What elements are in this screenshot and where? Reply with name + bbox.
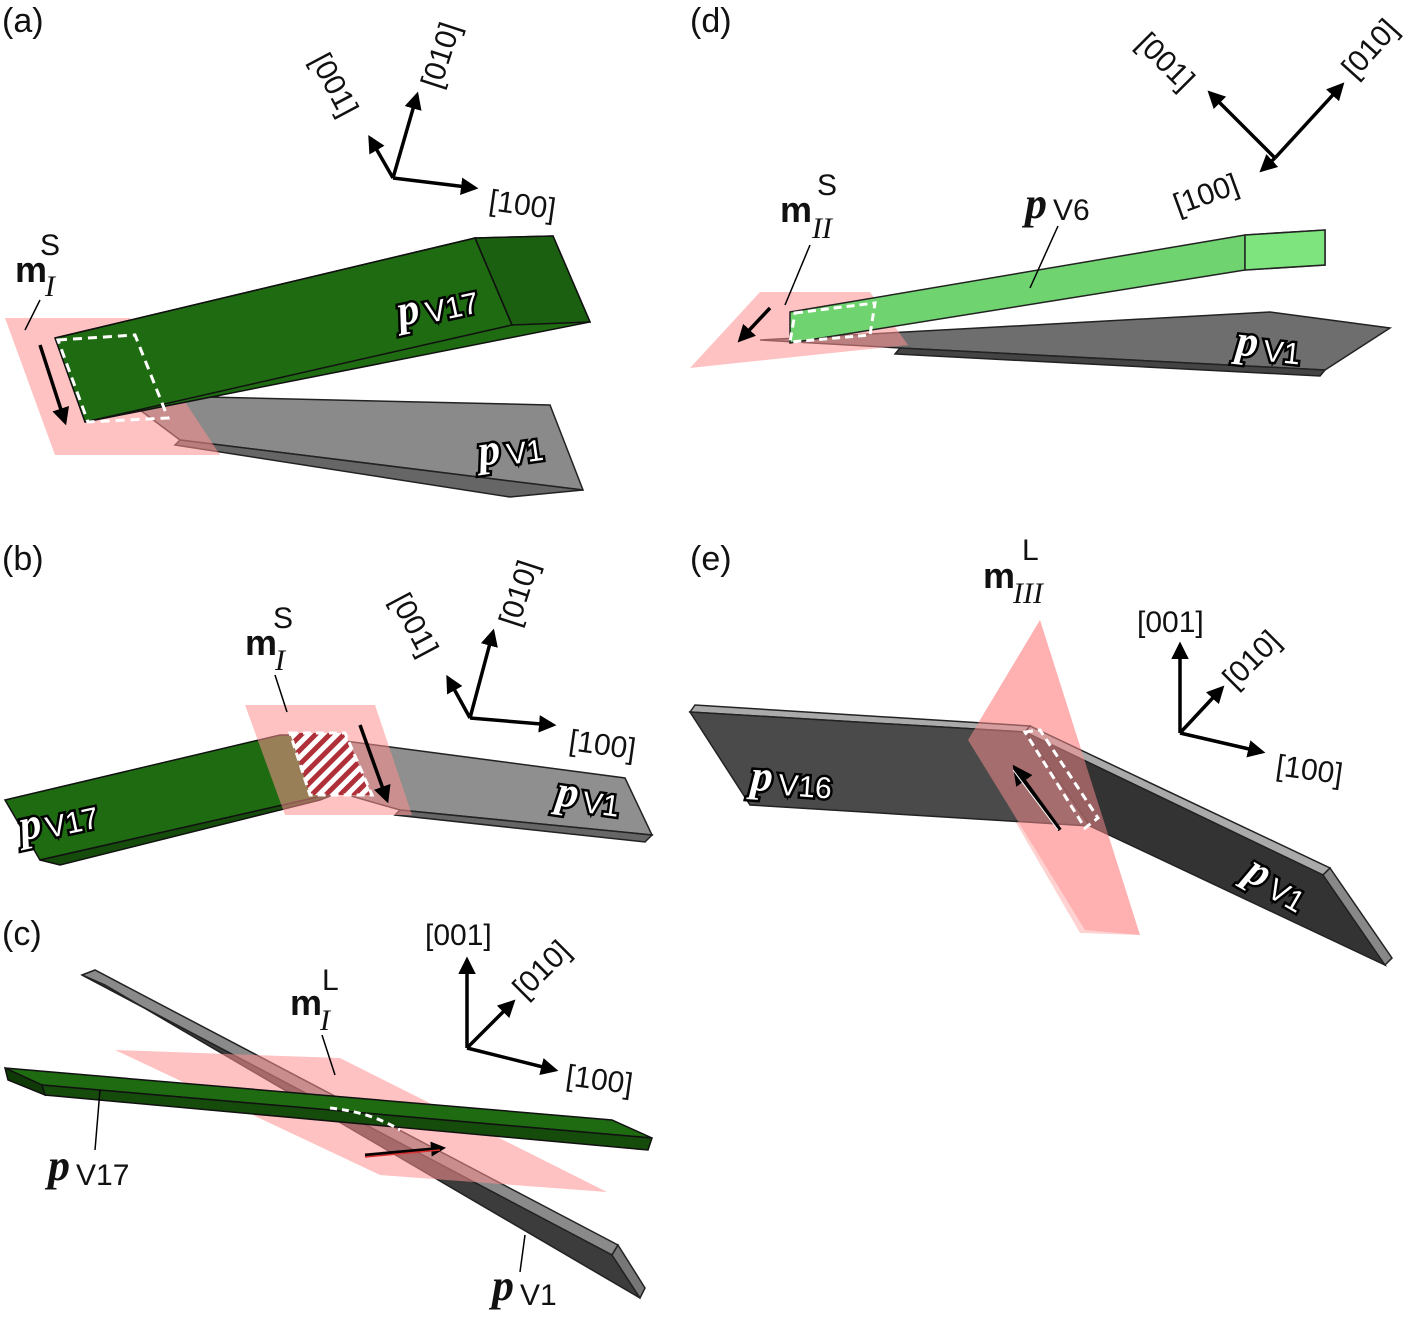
plate-label-d-v1: p V1 <box>1227 313 1304 374</box>
axis-d-100: [100] <box>1169 168 1243 222</box>
plane-label-e: m III L <box>983 534 1045 610</box>
svg-text:III: III <box>1012 577 1045 610</box>
panel-d-label: (d) <box>690 2 732 40</box>
axes-b: [100] [010] [001] <box>384 556 638 766</box>
plate-label-e-v16: p V16 <box>743 748 835 808</box>
interface-hatch-b <box>287 731 375 797</box>
svg-text:V1: V1 <box>520 1279 557 1312</box>
interface-outline-c <box>329 1106 401 1132</box>
plane-label-b: m I S <box>245 602 293 713</box>
svg-text:V16: V16 <box>777 769 833 806</box>
shear-arrow-c <box>364 1141 446 1157</box>
axis-e-100: [100] <box>1274 749 1345 791</box>
svg-text:V17: V17 <box>76 1159 129 1192</box>
axis-d-001: [001] <box>1130 27 1201 98</box>
panel-a: (a) [100] [010] [001] m I S <box>2 2 592 498</box>
axis-b-001: [001] <box>384 588 444 662</box>
svg-text:m: m <box>290 982 322 1023</box>
svg-text:I: I <box>319 1004 332 1037</box>
panel-d: (d) [100] [010] [001] m II S p <box>690 2 1405 377</box>
svg-text:m: m <box>780 189 812 230</box>
panel-b-label: (b) <box>2 540 44 578</box>
plate-label-c-v17: p V17 <box>44 1089 129 1192</box>
axes-c: [100] [010] [001] <box>425 919 635 1101</box>
svg-text:S: S <box>817 169 837 202</box>
axis-b-010: [010] <box>493 556 545 630</box>
svg-text:m: m <box>15 249 47 290</box>
axis-c-100: [100] <box>564 1059 635 1101</box>
shear-arrow-b <box>358 724 391 804</box>
shear-arrow-e <box>1012 764 1062 832</box>
plate-label-c-v1: p V1 <box>488 1234 557 1312</box>
panel-c-label: (c) <box>2 915 42 953</box>
axis-a-001: [001] <box>304 48 364 122</box>
axes-d: [100] [010] [001] <box>1130 13 1405 222</box>
shear-arrow-d <box>737 306 772 343</box>
svg-text:S: S <box>273 602 293 635</box>
svg-text:m: m <box>983 555 1015 596</box>
svg-text:L: L <box>322 964 339 997</box>
shear-arrow-a <box>38 344 69 426</box>
svg-text:V1: V1 <box>1262 335 1302 372</box>
plane-label-d: m II S <box>780 169 837 306</box>
svg-text:I: I <box>274 644 287 677</box>
panel-e: (e) [100] [010] [001] m III L <box>688 534 1393 967</box>
plate-c-v17 <box>3 1066 654 1151</box>
axis-c-010: [010] <box>507 934 578 1005</box>
svg-text:I: I <box>44 270 57 303</box>
plane-label-a: m I S <box>15 229 60 331</box>
interface-outline-a <box>55 333 171 424</box>
svg-text:p: p <box>1021 179 1047 228</box>
svg-text:m: m <box>245 622 277 663</box>
plate-a-v17 <box>54 235 592 423</box>
svg-text:II: II <box>811 212 834 245</box>
svg-text:L: L <box>1022 534 1039 567</box>
plate-e-v1 <box>1022 725 1393 967</box>
svg-text:V1: V1 <box>505 434 546 472</box>
svg-text:S: S <box>40 229 60 262</box>
panel-b: (b) [100] [010] [001] m I S p V17 <box>2 540 654 866</box>
plane-label-c: m I L <box>290 964 339 1076</box>
axis-a-100: [100] <box>487 184 558 226</box>
plate-label-d-v6: p V6 <box>1021 179 1090 289</box>
svg-text:p: p <box>44 1141 70 1190</box>
axes-a: [100] [010] [001] <box>304 18 558 226</box>
svg-text:V17: V17 <box>423 287 482 330</box>
axis-d-010: [010] <box>1336 13 1405 85</box>
svg-text:p: p <box>488 1261 514 1310</box>
axis-e-001: [001] <box>1137 606 1204 639</box>
plate-d-v6 <box>789 229 1326 344</box>
axis-b-100: [100] <box>567 724 638 766</box>
axis-e-010: [010] <box>1217 624 1288 695</box>
panel-c: (c) [100] [010] [001] m I L <box>2 915 654 1312</box>
panel-e-label: (e) <box>690 540 732 578</box>
panel-a-label: (a) <box>2 2 44 40</box>
interface-outline-e <box>1022 728 1101 831</box>
interface-outline-d <box>788 301 877 344</box>
axis-c-001: [001] <box>425 919 492 952</box>
axis-a-010: [010] <box>415 18 467 92</box>
svg-text:V6: V6 <box>1053 194 1090 227</box>
svg-text:V1: V1 <box>580 786 621 824</box>
axes-e: [100] [010] [001] <box>1137 606 1345 791</box>
